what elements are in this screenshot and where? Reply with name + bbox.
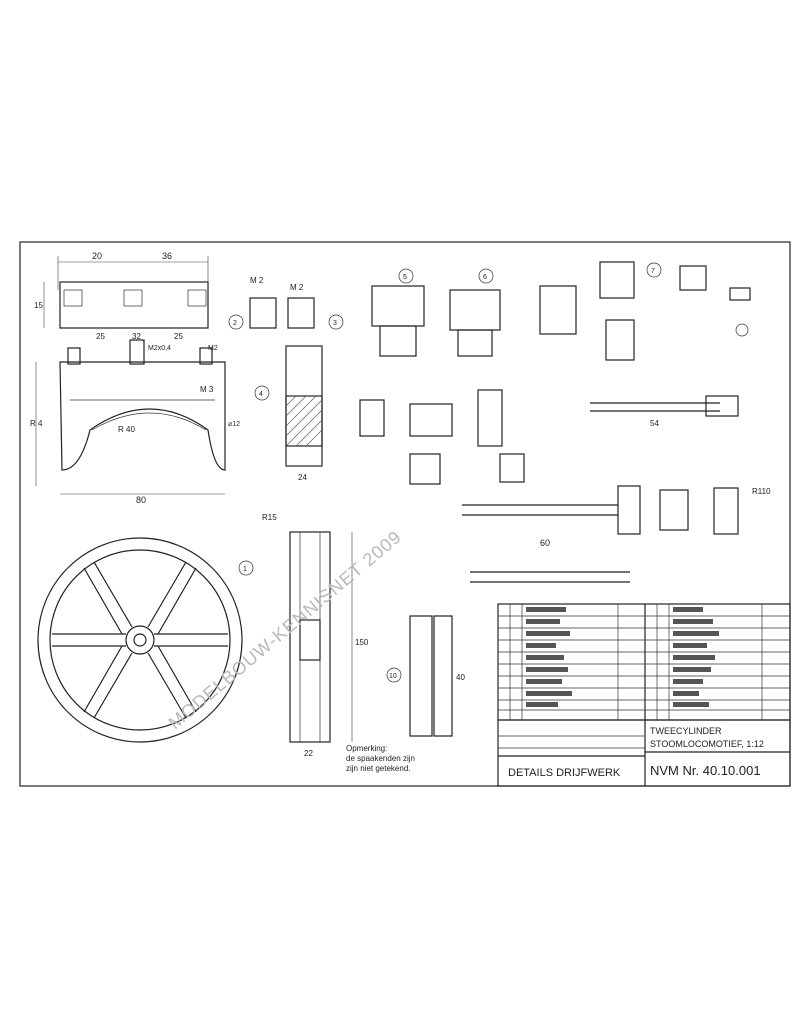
dim-40: 40 [456,673,465,682]
dim-m2x: M2x0,4 [148,345,171,352]
callout-1: 1 [243,566,247,573]
title-sheet-name: DETAILS DRIJFWERK [508,767,621,779]
flywheel-section-view: R15 150 22 [262,513,369,758]
dim-r15: R15 [262,513,277,522]
title-drawing-number: NVM Nr. 40.10.001 [650,763,761,778]
dim-36: 36 [162,251,172,261]
drawing-border [19,241,791,787]
dim-m2-a: M 2 [250,276,264,285]
title-project-line-1: TWEECYLINDER [650,726,722,736]
dim-s12: ⌀12 [228,421,240,428]
flywheel-view: 1 [37,537,254,743]
dim-r40: R 40 [118,425,135,434]
dim-80: 80 [136,495,146,505]
dim-r4: R 4 [30,419,43,428]
note-line-2: de spaakenden zijn [346,754,415,763]
dim-54: 54 [650,419,659,428]
callout-2: 2 [233,320,237,327]
dim-20: 20 [92,251,102,261]
dim-m2-b: M 2 [290,283,304,292]
dim-r110: R110 [752,487,771,496]
dim-150: 150 [355,638,369,647]
drawing-note: Opmerking: de spaakenden zijn zijn niet … [346,744,415,773]
dim-25b: 25 [174,332,183,341]
parts-list-table [497,603,791,721]
title-project-line-2: STOOMLOCOMOTIEF, 1:12 [650,739,764,749]
eccentric-rod-view: 40 10 [386,615,465,737]
dim-m3: M 3 [200,385,214,394]
title-block: TWEECYLINDER STOOMLOCOMOTIEF, 1:12 DETAI… [497,719,791,787]
callout-10: 10 [389,673,397,680]
motion-yoke-view: R 4 80 M2x0,4 M2 M 3 R 40 ⌀12 4 [30,339,270,505]
dim-60: 60 [540,538,550,548]
dim-22: 22 [304,749,313,758]
note-line-1: Opmerking: [346,744,387,753]
small-nut-parts: M 2 M 2 2 3 [228,276,344,330]
dim-m2b: M2 [208,345,218,352]
callout-7: 7 [651,268,655,275]
callout-4: 4 [259,391,263,398]
note-line-3: zijn niet getekend. [346,764,411,773]
guide-block-view: 20 36 15 25 32 25 [34,251,209,341]
dim-24: 24 [298,473,307,482]
hatched-section-view: 24 [285,345,323,482]
dim-15: 15 [34,301,43,310]
dim-32: 32 [132,332,141,341]
callout-5: 5 [403,274,407,281]
callout-3: 3 [333,320,337,327]
top-row-details: 5 6 7 [371,261,751,361]
connecting-rod-details: 54 R110 60 [359,389,771,583]
dim-25a: 25 [96,332,105,341]
callout-6: 6 [483,274,487,281]
